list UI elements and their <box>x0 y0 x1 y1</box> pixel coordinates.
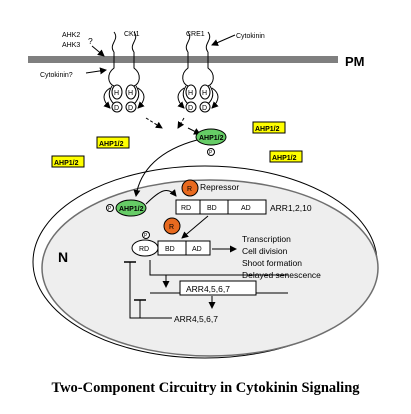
arr-b-bd-label: BD <box>207 205 217 212</box>
h-label-cki1-b: H <box>128 90 133 97</box>
phospho-arr-b <box>142 231 150 239</box>
h-domain-cre1-a <box>185 84 197 100</box>
ahp-box-right-upper <box>252 121 286 134</box>
ahp-translocation-arrow <box>133 139 198 197</box>
repressor-upper <box>181 179 199 197</box>
nucleus-label: N <box>58 249 68 265</box>
d-label-cki1-b: D <box>128 105 133 112</box>
inhibition-line-2 <box>139 300 172 319</box>
ahp-box-right-lower <box>269 150 303 163</box>
arr-b-active-ad-label: AD <box>192 246 202 253</box>
d-label-cre1-a: D <box>188 105 193 112</box>
phospho-upper <box>207 148 215 156</box>
cre1-phospho-arrow-right <box>211 87 219 109</box>
arr-b-ad-box <box>227 199 267 215</box>
cytokinin-q-arrow <box>85 67 107 75</box>
ahp-lower <box>115 199 147 217</box>
ahp-box-left-lower <box>51 155 85 168</box>
d-domain-cre1-b <box>199 101 211 113</box>
h-domain-cki1-a <box>111 84 123 100</box>
ahp-box-right-lower-label: AHP1/2 <box>272 155 297 162</box>
ahp-box-left-upper-label: AHP1/2 <box>99 141 124 148</box>
repressor-lower <box>163 217 181 235</box>
repressor-lower-r: R <box>169 224 174 231</box>
cre1-phospho-arrow-left <box>177 87 185 109</box>
d-label-cre1-b: D <box>202 105 207 112</box>
ahp-upper-label: AHP1/2 <box>199 135 224 142</box>
ahp-box-left-lower-label: AHP1/2 <box>54 160 79 167</box>
ahp-upper <box>195 128 227 146</box>
d-label-cki1-a: D <box>114 105 119 112</box>
arr-type-b-label: ARR1,2,10 <box>270 203 312 213</box>
output-shoot-formation: Shoot formation <box>242 258 302 268</box>
phospho-upper-label: P <box>209 150 213 156</box>
ahk2-label: AHK2 <box>62 32 80 39</box>
cre1-receptor <box>182 31 214 105</box>
h-domain-cki1-b <box>125 84 137 100</box>
phospho-lower-label: P <box>108 206 112 212</box>
d-domain-cki1-b <box>125 101 137 113</box>
repressor-release-arrow <box>181 215 209 239</box>
arr-b-active-rd-label: RD <box>139 246 149 253</box>
output-transcription: Transcription <box>242 234 291 244</box>
dashed-arrow-cre1 <box>177 117 185 129</box>
ahk-arrow <box>91 45 105 57</box>
arr-b-active-bd-label: BD <box>165 246 175 253</box>
phospho-lower <box>106 204 114 212</box>
arr-b-active-ad-box <box>185 240 211 256</box>
arr-a-gene-box <box>179 280 257 296</box>
cki1-label: CKI1 <box>124 31 140 38</box>
phospho-arr-b-label: P <box>144 233 148 239</box>
cki1-phospho-arrow-right <box>137 87 145 109</box>
ahp-box-right-upper-label: AHP1/2 <box>255 126 280 133</box>
ahp-to-arr-arrow <box>145 189 177 205</box>
ahp-box-left-upper <box>96 136 130 149</box>
pm-label: PM <box>345 54 365 69</box>
question-mark: ? <box>88 36 93 46</box>
nucleus <box>41 179 379 357</box>
ahp-lower-label: AHP1/2 <box>119 206 144 213</box>
arr-b-ad-label: AD <box>241 205 251 212</box>
d-domain-cki1-a <box>111 101 123 113</box>
repressor-label: Repressor <box>200 182 239 192</box>
h-label-cre1-a: H <box>188 90 193 97</box>
arr-b-rd-label: RD <box>181 205 191 212</box>
plasma-membrane <box>28 56 338 63</box>
repressor-upper-r: R <box>187 186 192 193</box>
arr-a-gene-label: ARR4,5,6,7 <box>186 284 230 294</box>
cre1-label: CRE1 <box>186 31 205 38</box>
d-domain-cre1-a <box>185 101 197 113</box>
cytokinin-label: Cytokinin <box>236 33 265 40</box>
dashed-arrow-cki1 <box>145 117 163 129</box>
arr-a-protein-label: ARR4,5,6,7 <box>174 314 218 324</box>
h-domain-cre1-b <box>199 84 211 100</box>
ahk3-label: AHK3 <box>62 42 80 49</box>
cytokinin-question-label: Cytokinin? <box>40 72 73 79</box>
feedback-line <box>149 260 288 276</box>
h-label-cki1-a: H <box>114 90 119 97</box>
cytokinin-signaling-diagram: PM AHK2 AHK3 ? CKI1 CRE1 Cytokinin Cytok… <box>28 31 379 359</box>
diagram-caption: Two-Component Circuitry in Cytokinin Sig… <box>51 380 360 396</box>
cki1-receptor <box>108 31 140 105</box>
h-label-cre1-b: H <box>202 90 207 97</box>
cki1-phospho-arrow-left <box>103 87 111 109</box>
cytokinin-arrow <box>211 34 236 46</box>
output-cell-division: Cell division <box>242 246 288 256</box>
